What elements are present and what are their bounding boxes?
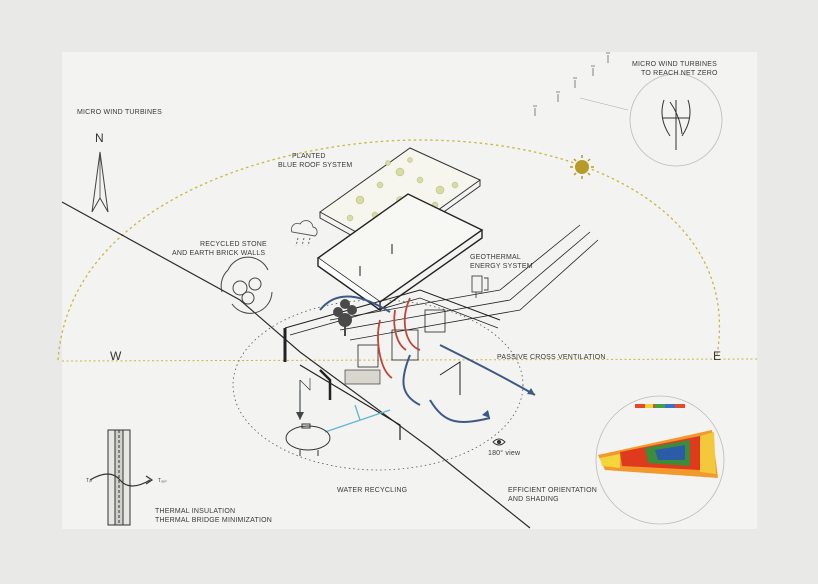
label-roof-2: BLUE ROOF SYSTEM (278, 162, 353, 169)
view-circle (232, 299, 524, 471)
east-label: E (713, 349, 722, 363)
tree-icon (333, 299, 357, 336)
shading-detail-circle (595, 395, 725, 525)
eye-icon (492, 438, 506, 446)
sun-icon (570, 155, 594, 179)
terrain-slope (61, 201, 531, 529)
label-view: 180° view (488, 450, 521, 457)
label-thermal-2: THERMAL BRIDGE MINIMIZATION (155, 517, 273, 524)
shading-analysis-heatmap (598, 404, 718, 478)
north-label: N (95, 131, 104, 145)
label-orientation-1: EFFICIENT ORIENTATION (508, 487, 597, 494)
sun-path-arc (57, 139, 720, 361)
label-geo-1: GEOTHERMAL (470, 254, 522, 261)
label-orientation-2: AND SHADING (508, 496, 559, 503)
cross-ventilation-arrows (319, 295, 536, 423)
west-label: W (110, 349, 122, 363)
label-micro-wind-left: MICRO WIND TURBINES (77, 109, 162, 116)
thermal-wall-detail (89, 429, 154, 526)
cloud-rain-icon (291, 220, 318, 247)
recycle-stones-icon (220, 256, 273, 314)
water-tank-icon (285, 423, 331, 456)
label-micro-wind-right-1: MICRO WIND TURBINES (632, 61, 717, 68)
label-geo-2: ENERGY SYSTEM (470, 263, 533, 270)
geothermal-icon (471, 275, 489, 298)
north-arrow-icon (91, 151, 109, 213)
label-t-in: Tᵢₙ (86, 478, 93, 484)
label-ventilation: PASSIVE CROSS VENTILATION (497, 354, 606, 361)
label-micro-wind-right-2: TO REACH NET ZERO (641, 70, 718, 77)
wind-turbine-row (533, 52, 610, 116)
label-water: WATER RECYCLING (337, 487, 408, 494)
label-thermal-1: THERMAL INSULATION (155, 508, 236, 515)
label-walls-2: AND EARTH BRICK WALLS (172, 250, 266, 257)
label-roof-1: PLANTED (292, 153, 326, 160)
geothermal-heat-flow (377, 297, 421, 379)
wind-turbine-icon (661, 99, 691, 150)
house-walls (283, 224, 599, 440)
turbine-detail-circle (629, 73, 723, 167)
label-t-out: Tₒᵤₜ (158, 478, 168, 484)
label-walls-1: RECYCLED STONE (200, 241, 267, 248)
